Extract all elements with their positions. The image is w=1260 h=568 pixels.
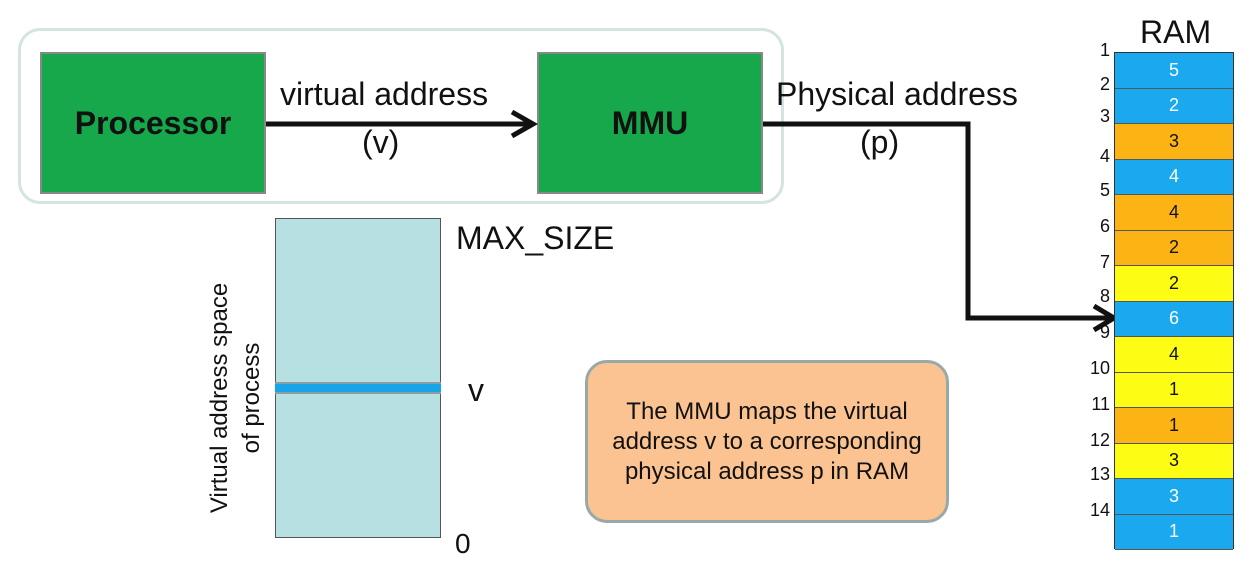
ram-index-label: 2: [1099, 74, 1110, 94]
virtual-address-label: virtual address: [280, 76, 489, 112]
ram-index-label: 12: [1089, 430, 1110, 450]
ram-index-label: 1: [1099, 40, 1110, 60]
virtual-address-arrowhead: [510, 109, 539, 139]
ram-cell: 2: [1115, 88, 1233, 124]
mmu-explanation-note: The MMU maps the virtual address v to a …: [585, 360, 949, 523]
ram-index-label: 4: [1099, 146, 1110, 166]
virtual-space-caption-line1: Virtual address space: [206, 282, 233, 514]
ram-cell: 3: [1115, 443, 1233, 479]
virtual-space-caption-line2: of process: [238, 342, 265, 454]
processor-label: Processor: [74, 104, 232, 141]
ram-index-label: 6: [1099, 216, 1110, 236]
ram-index-label: 9: [1099, 322, 1110, 342]
ram-cell: 2: [1115, 230, 1233, 266]
ram-index-label: 11: [1091, 394, 1110, 414]
ram-index-label: 10: [1089, 358, 1110, 378]
physical-symbol-label: (p): [860, 124, 900, 160]
ram-index-label: 5: [1099, 180, 1110, 200]
virtual-symbol-label: (v): [362, 124, 400, 160]
ram-cell: 3: [1115, 479, 1233, 515]
ram-cell: 1: [1115, 514, 1233, 550]
ram-title: RAM: [1140, 14, 1212, 50]
ram-cell: 4: [1115, 159, 1233, 195]
processor-box: Processor: [40, 52, 266, 194]
mmu-box: MMU: [537, 52, 763, 194]
ram-index-label: 7: [1099, 252, 1110, 272]
max-size-label: MAX_SIZE: [456, 220, 615, 256]
ram-cell: 2: [1115, 266, 1233, 302]
v-label: v: [468, 372, 484, 408]
mmu-label: MMU: [611, 104, 689, 141]
ram-cell: 5: [1115, 53, 1233, 89]
ram-cell: 4: [1115, 195, 1233, 231]
virtual-address-space: [275, 218, 441, 538]
ram-index-label: 14: [1089, 500, 1110, 520]
ram-index-label: 3: [1099, 106, 1110, 126]
ram-cell: 6: [1115, 301, 1233, 337]
ram-cell: 1: [1115, 372, 1233, 408]
ram-cell: 4: [1115, 337, 1233, 373]
virtual-address-marker: [275, 382, 441, 394]
zero-label: 0: [455, 528, 471, 559]
ram-cell: 3: [1115, 124, 1233, 160]
ram-cell: 1: [1115, 408, 1233, 444]
cpu-mmu-group-frame: [18, 28, 784, 204]
physical-address-label: Physical address: [776, 76, 1018, 112]
note-text: The MMU maps the virtual address v to a …: [612, 397, 922, 485]
physical-address-arrow-line: [763, 121, 1110, 321]
ram-index-label: 8: [1099, 286, 1110, 306]
ram-index-label: 13: [1089, 464, 1110, 484]
